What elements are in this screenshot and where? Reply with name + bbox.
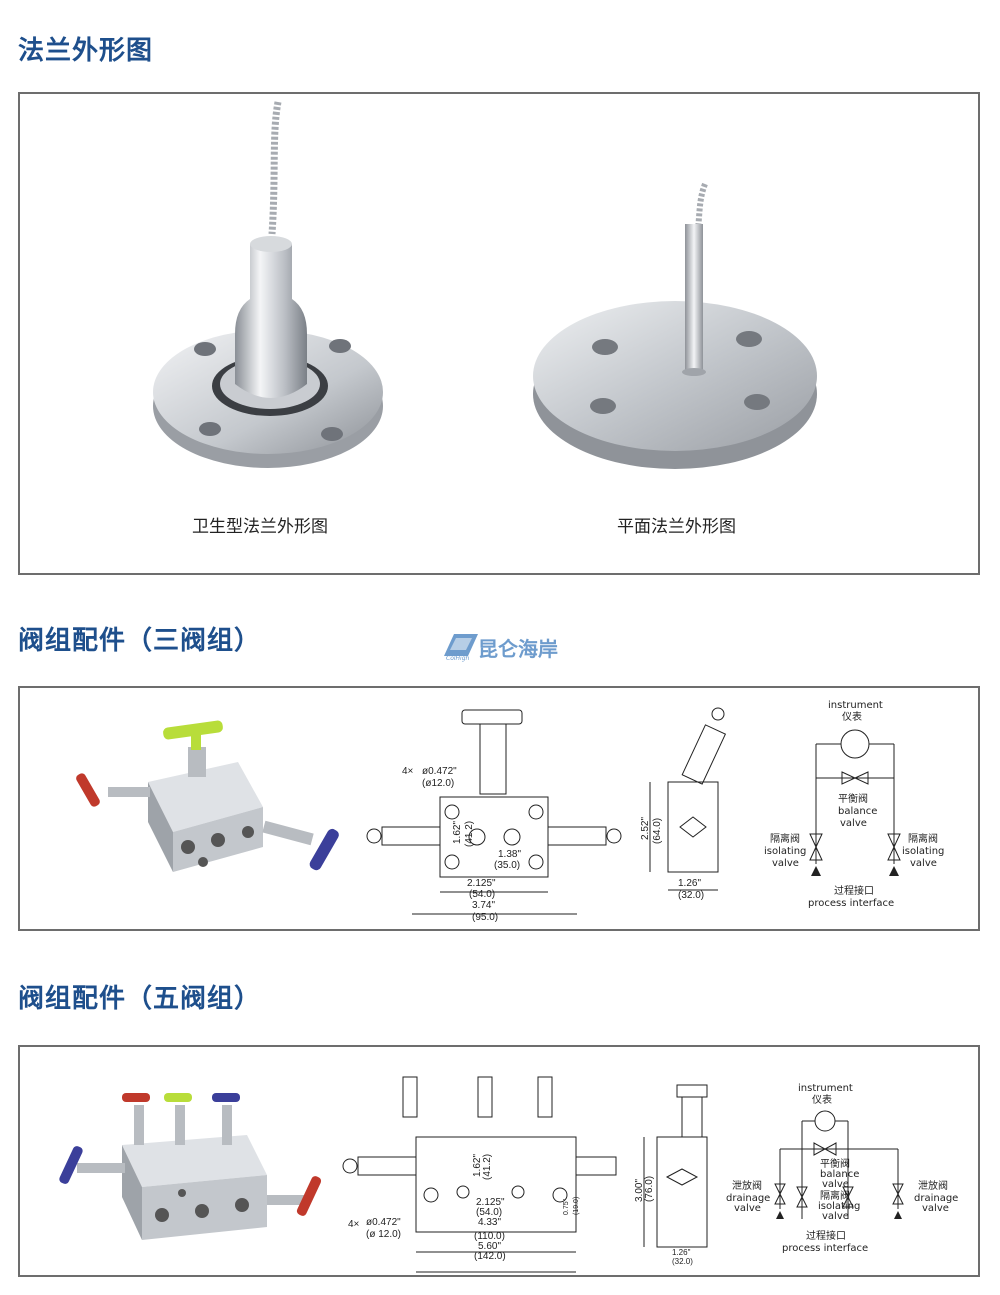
dim-2125-mm: (54.0) [469, 889, 495, 900]
three-valve-manifold-image [76, 720, 339, 872]
schematic-isolating-en-2-left: valve [772, 858, 799, 869]
dim5-hole-dia-in: ø0.472" [366, 1217, 401, 1228]
flat-flange-caption: 平面法兰外形图 [617, 517, 736, 537]
dim5-126-mm: (32.0) [672, 1257, 693, 1266]
schematic-balance-zh: 平衡阀 [838, 792, 868, 805]
schematic-isolating-en-2-right: valve [910, 858, 937, 869]
dim-162-mm: (41.2) [464, 821, 475, 847]
schematic-instrument-zh: 仪表 [842, 710, 862, 723]
three-valve-schematic: instrument 仪表 平衡阀 balance valve 隔离阀 isol… [764, 700, 944, 909]
schematic-process-en: process interface [808, 898, 894, 909]
schematic5-drain-zh-right: 泄放阀 [918, 1179, 948, 1192]
five-valve-schematic: instrument 仪表 平衡阀 balance valve 隔离阀 isol… [726, 1083, 958, 1254]
flange-section-title: 法兰外形图 [18, 36, 154, 66]
five-valve-front-drawing: 4× ø0.472" (ø 12.0) 1.62" (41.2) 2.125" … [342, 1076, 617, 1273]
schematic5-drain-en-2-left: valve [734, 1203, 761, 1214]
schematic-isolating-en-1-right: isolating [902, 846, 944, 857]
three-valve-section-title: 阀组配件（三阀组） [18, 626, 262, 656]
dim-374-mm: (95.0) [472, 912, 498, 923]
dim-252-in: 2.52" [640, 817, 651, 840]
three-valve-front-drawing: 4× ø0.472" (ø12.0) 1.62" (41.2) 1.38" (3… [366, 709, 622, 923]
schematic-balance-en-2: valve [840, 818, 867, 829]
dim5-hole-dia-mm: (ø 12.0) [366, 1229, 401, 1240]
schematic5-isolating-en-2: valve [822, 1211, 849, 1222]
schematic5-isolating-en-1: isolating [818, 1201, 860, 1212]
dim-126-mm: (32.0) [678, 890, 704, 901]
colhigh-logo-icon [444, 634, 478, 656]
schematic-process-zh: 过程接口 [834, 884, 874, 897]
schematic-isolating-zh-right: 隔离阀 [908, 832, 938, 845]
five-valve-section-title: 阀组配件（五阀组） [18, 984, 262, 1014]
dim-138-in: 1.38" [498, 849, 521, 860]
schematic-instrument-en: instrument [828, 700, 883, 711]
dim-holes: 4× [402, 766, 414, 777]
dim5-300-in: 3.00" [634, 1179, 645, 1202]
three-valve-panel: 4× ø0.472" (ø12.0) 1.62" (41.2) 1.38" (3… [18, 686, 980, 931]
dim5-2125-mm: (54.0) [476, 1207, 502, 1218]
schematic5-drain-en-2-right: valve [922, 1203, 949, 1214]
flange-panel: 卫生型法兰外形图 平面法兰外形图 [18, 92, 980, 575]
dim5-holes: 4× [348, 1219, 360, 1230]
schematic-balance-en-1: balance [838, 806, 877, 817]
dim5-560-mm: (142.0) [474, 1251, 506, 1262]
dim5-433-in: 4.33" [478, 1217, 501, 1228]
schematic5-drain-en-1-left: drainage [726, 1193, 770, 1204]
dim5-162-mm: (41.2) [482, 1154, 493, 1180]
five-valve-manifold-image [59, 1093, 322, 1240]
schematic5-drain-en-1-right: drainage [914, 1193, 958, 1204]
dim-hole-dia-in: ø0.472" [422, 766, 457, 777]
dim5-075-in: 0.75" [563, 1198, 570, 1215]
dim-2125-in: 2.125" [467, 878, 496, 889]
schematic5-balance-en-1: balance [820, 1169, 859, 1180]
dim5-560-in: 5.60" [478, 1241, 501, 1252]
dim-138-mm: (35.0) [494, 860, 520, 871]
dim-126-in: 1.26" [678, 878, 701, 889]
watermark-text: 昆仑海岸 [478, 637, 558, 661]
sanitary-flange-image [153, 101, 383, 468]
dim5-126-in: 1.26" [672, 1248, 691, 1257]
schematic5-process-en: process interface [782, 1243, 868, 1254]
schematic5-isolating-zh: 隔离阀 [820, 1189, 850, 1202]
schematic5-balance-zh: 平衡阀 [820, 1157, 850, 1170]
schematic-isolating-zh-left: 隔离阀 [770, 832, 800, 845]
flat-flange-image [533, 182, 817, 469]
three-valve-side-drawing: 2.52" (64.0) 1.26" (32.0) [640, 707, 727, 901]
schematic-isolating-en-1-left: isolating [764, 846, 806, 857]
dim-162-in: 1.62" [452, 821, 463, 844]
dim-hole-dia-mm: (ø12.0) [422, 778, 454, 789]
dim-374-in: 3.74" [472, 900, 495, 911]
dim5-300-mm: (76.0) [644, 1176, 655, 1202]
five-valve-panel: 4× ø0.472" (ø 12.0) 1.62" (41.2) 2.125" … [18, 1045, 980, 1277]
sanitary-flange-caption: 卫生型法兰外形图 [192, 517, 328, 537]
dim5-2125-in: 2.125" [476, 1197, 505, 1208]
dim-252-mm: (64.0) [652, 818, 663, 844]
dim5-075-mm: (19.0) [573, 1197, 580, 1215]
watermark-sub: ColHigh [446, 655, 470, 662]
schematic5-balance-en-2: valve [822, 1179, 849, 1190]
schematic5-drain-zh-left: 泄放阀 [732, 1179, 762, 1192]
schematic5-instrument-zh: 仪表 [812, 1093, 832, 1106]
dim5-162-in: 1.62" [472, 1154, 483, 1177]
dim5-433-mm: (110.0) [474, 1231, 505, 1242]
schematic5-process-zh: 过程接口 [806, 1229, 846, 1242]
schematic5-instrument-en: instrument [798, 1083, 853, 1094]
five-valve-side-drawing: 3.00" (76.0) 1.26" (32.0) [634, 1084, 708, 1266]
